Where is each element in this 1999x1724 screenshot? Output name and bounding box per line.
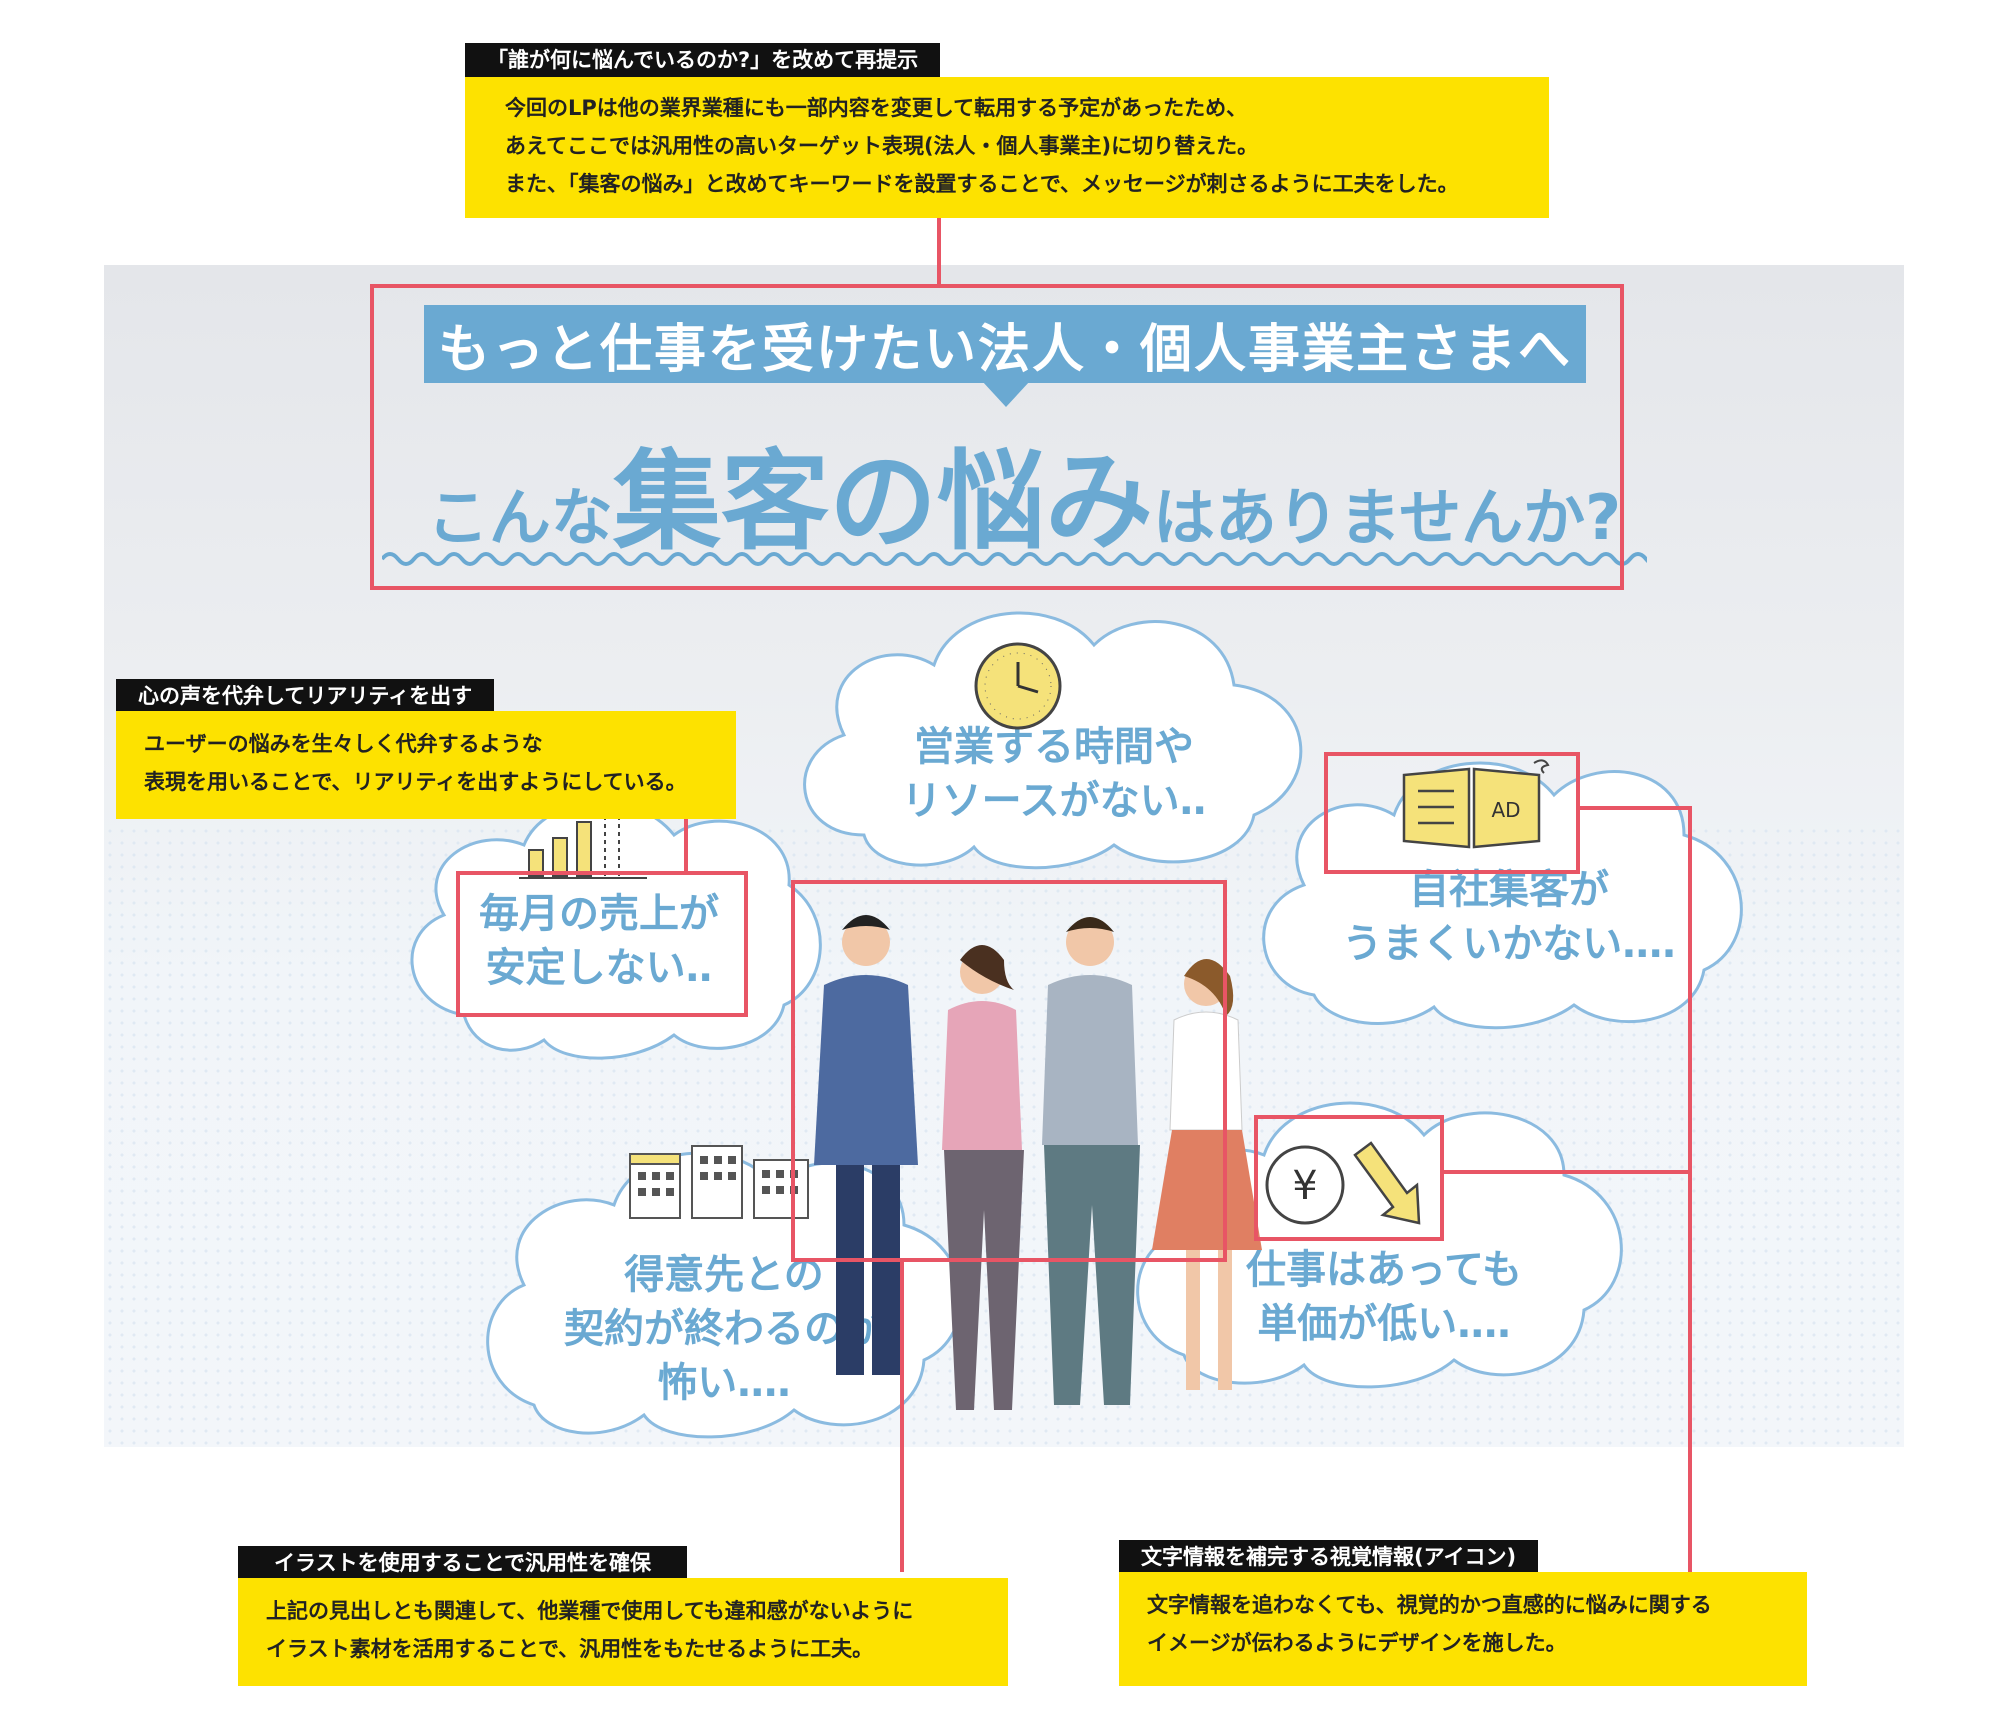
annotation-bottom-left-line: 上記の見出しとも関連して、他業種で使用しても違和感がないように xyxy=(266,1599,914,1623)
annotation-left-line: ユーザーの悩みを生々しく代弁するような xyxy=(144,732,543,756)
lp-section: もっと仕事を受けたい法人・個人事業主さまへ こんな 集客の悩み はありませんか?… xyxy=(104,265,1904,1447)
people-illustration xyxy=(814,915,1262,1410)
connector-top xyxy=(937,218,941,286)
cloud-time xyxy=(803,611,1303,870)
cloud-own xyxy=(1262,761,1743,1030)
cloud-sales xyxy=(410,800,822,1060)
yen-down-icon: ¥ xyxy=(1265,1141,1421,1225)
annotation-top-title: 「誰が何に悩んでいるのか?」を改めて再提示 xyxy=(465,43,941,77)
headline-keyword: 集客の悩み xyxy=(612,440,1153,565)
annotation-bottom-right-line: イメージが伝わるようにデザインを施した。 xyxy=(1147,1631,1567,1655)
connector-right-v xyxy=(1688,806,1692,1572)
cloud-client-text: 得意先との 契約が終わるのが 怖い‥‥ xyxy=(564,1252,884,1406)
connector-ad-h xyxy=(1578,806,1692,810)
cloud-price-text: 仕事はあっても 単価が低い‥‥ xyxy=(1246,1247,1522,1347)
clock-icon xyxy=(974,642,1062,730)
annotation-bottom-right-body: 文字情報を追わなくても、視覚的かつ直感的に悩みに関する イメージが伝わるようにデ… xyxy=(1119,1572,1807,1686)
annotation-top-line: また、「集客の悩み」と改めてキーワードを設置することで、メッセージが刺さるように… xyxy=(505,172,1459,196)
connector-left xyxy=(684,818,688,873)
annotation-bottom-right-title: 文字情報を補完する視覚情報(アイコン) xyxy=(1119,1540,1539,1574)
ad-book-icon: AD xyxy=(1402,759,1550,849)
annotation-top-line: 今回のLPは他の業界業種にも一部内容を変更して転用する予定があったため、 xyxy=(505,96,1248,120)
annotation-top-line: あえてここでは汎用性の高いターゲット表現(法人・個人事業主)に切り替えた。 xyxy=(505,134,1259,158)
highlight-sales-text xyxy=(456,871,748,1017)
svg-text:¥: ¥ xyxy=(1292,1163,1317,1209)
connector-people xyxy=(900,1260,904,1572)
highlight-yen-icon xyxy=(1254,1115,1444,1241)
annotation-left-title: 心の声を代弁してリアリティを出す xyxy=(116,679,495,713)
main-headline: こんな 集客の悩み はありませんか? xyxy=(394,415,1654,565)
annotation-left-line: 表現を用いることで、リアリティを出すようにしている。 xyxy=(144,770,687,794)
annotation-bottom-left-line: イラスト素材を活用することで、汎用性をもたせるように工夫。 xyxy=(266,1637,874,1661)
wavy-underline xyxy=(382,552,1647,566)
annotation-top-body: 今回のLPは他の業界業種にも一部内容を変更して転用する予定があったため、 あえて… xyxy=(465,77,1549,218)
highlight-ad-icon xyxy=(1324,752,1580,874)
highlight-headline xyxy=(370,284,1624,590)
bar-chart-icon xyxy=(519,808,647,879)
headline-part1: こんな xyxy=(426,481,613,554)
annotation-left-body: ユーザーの悩みを生々しく代弁するような 表現を用いることで、リアリティを出すよう… xyxy=(116,711,736,819)
annotation-bottom-left-body: 上記の見出しとも関連して、他業種で使用しても違和感がないように イラスト素材を活… xyxy=(238,1578,1008,1686)
highlight-people xyxy=(791,880,1227,1262)
cloud-sales-text: 毎月の売上が 安定しない‥ xyxy=(479,891,719,991)
annotation-bottom-right-line: 文字情報を追わなくても、視覚的かつ直感的に悩みに関する xyxy=(1147,1593,1712,1617)
connector-yen-h xyxy=(1442,1170,1692,1174)
headline-part3: はありませんか? xyxy=(1152,481,1622,554)
annotation-bottom-left-title: イラストを使用することで汎用性を確保 xyxy=(238,1546,687,1580)
cloud-own-text: 自社集客が うまくいかない‥‥ xyxy=(1342,867,1676,967)
target-banner: もっと仕事を受けたい法人・個人事業主さまへ xyxy=(424,305,1586,407)
cloud-time-text: 営業する時間や リソースがない‥ xyxy=(901,724,1207,824)
buildings-icon xyxy=(629,1145,809,1219)
svg-text:AD: AD xyxy=(1491,798,1520,822)
